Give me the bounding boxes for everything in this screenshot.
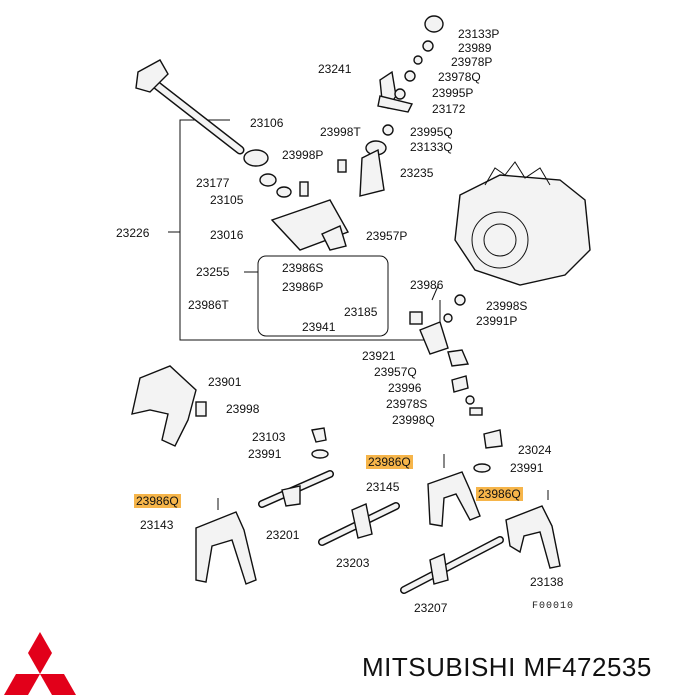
part-label-23991: 23991	[248, 447, 282, 461]
shift-lever-23226	[135, 59, 245, 155]
part-label-23995q: 23995Q	[410, 125, 453, 139]
part-label-23133q: 23133Q	[410, 140, 453, 154]
part-label-23921: 23921	[362, 349, 396, 363]
part-label-23103: 23103	[252, 430, 286, 444]
shift-fork-23145	[427, 471, 481, 527]
part-label-23133p: 23133P	[458, 27, 500, 41]
part-label-23986t: 23986T	[188, 298, 229, 312]
shift-rail-23201	[258, 470, 334, 508]
part-label-23991p: 23991P	[476, 314, 518, 328]
shift-rail-23207	[400, 536, 504, 594]
part-label-23957q: 23957Q	[374, 365, 417, 379]
part-label-23978p: 23978P	[451, 55, 493, 69]
select-lever-23172	[337, 15, 444, 197]
part-label-23138: 23138	[530, 575, 564, 589]
part-label-23978q: 23978Q	[438, 70, 481, 84]
part-label-23986q_a: 23986Q	[366, 455, 413, 469]
part-label-23986s: 23986S	[282, 261, 324, 275]
part-label-23991b: 23991	[510, 461, 544, 475]
part-label-23986: 23986	[410, 278, 444, 292]
part-label-23105: 23105	[210, 193, 244, 207]
part-label-23185: 23185	[344, 305, 378, 319]
part-label-23986q_c: 23986Q	[134, 494, 181, 508]
small-parts-middle	[217, 427, 549, 510]
part-label-23235: 23235	[400, 166, 434, 180]
part-label-23901: 23901	[208, 375, 242, 389]
part-label-23957p: 23957P	[366, 229, 408, 243]
shift-fork-23138	[505, 505, 561, 569]
part-label-23989: 23989	[458, 41, 492, 55]
part-label-23996: 23996	[388, 381, 422, 395]
part-label-23986q_b: 23986Q	[476, 487, 523, 501]
part-label-23241: 23241	[318, 62, 352, 76]
part-label-23016: 23016	[210, 228, 244, 242]
part-label-23024: 23024	[518, 443, 552, 457]
part-label-23177: 23177	[196, 176, 230, 190]
shift-rail-23203	[318, 502, 400, 546]
part-caption: MITSUBISHI MF472535	[362, 652, 652, 683]
part-label-23143: 23143	[140, 518, 174, 532]
part-label-23203: 23203	[336, 556, 370, 570]
part-label-23145: 23145	[366, 480, 400, 494]
shift-fork-23143	[195, 511, 257, 585]
part-label-23226: 23226	[116, 226, 150, 240]
part-label-23998: 23998	[226, 402, 260, 416]
part-label-23998t: 23998T	[320, 125, 361, 139]
shift-housing-23016	[243, 149, 350, 251]
group-box-23255	[257, 255, 389, 337]
part-label-23201: 23201	[266, 528, 300, 542]
part-label-23998s: 23998S	[486, 299, 528, 313]
part-label-23998q: 23998Q	[392, 413, 435, 427]
transmission-case	[454, 161, 591, 286]
part-label-23207: 23207	[414, 601, 448, 615]
part-label-23106: 23106	[250, 116, 284, 130]
part-label-23978s: 23978S	[386, 397, 428, 411]
diagram-code: F00010	[532, 601, 575, 612]
part-label-23172: 23172	[432, 102, 466, 116]
part-label-23998p: 23998P	[282, 148, 324, 162]
part-number: MF472535	[523, 652, 652, 682]
mitsubishi-logo	[4, 632, 76, 695]
part-label-23255: 23255	[196, 265, 230, 279]
part-label-23941: 23941	[302, 320, 336, 334]
part-label-23986p: 23986P	[282, 280, 324, 294]
brand-name: MITSUBISHI	[362, 652, 516, 682]
bracket-23901	[131, 365, 207, 447]
block-23921	[409, 285, 483, 416]
part-label-23995p: 23995P	[432, 86, 474, 100]
